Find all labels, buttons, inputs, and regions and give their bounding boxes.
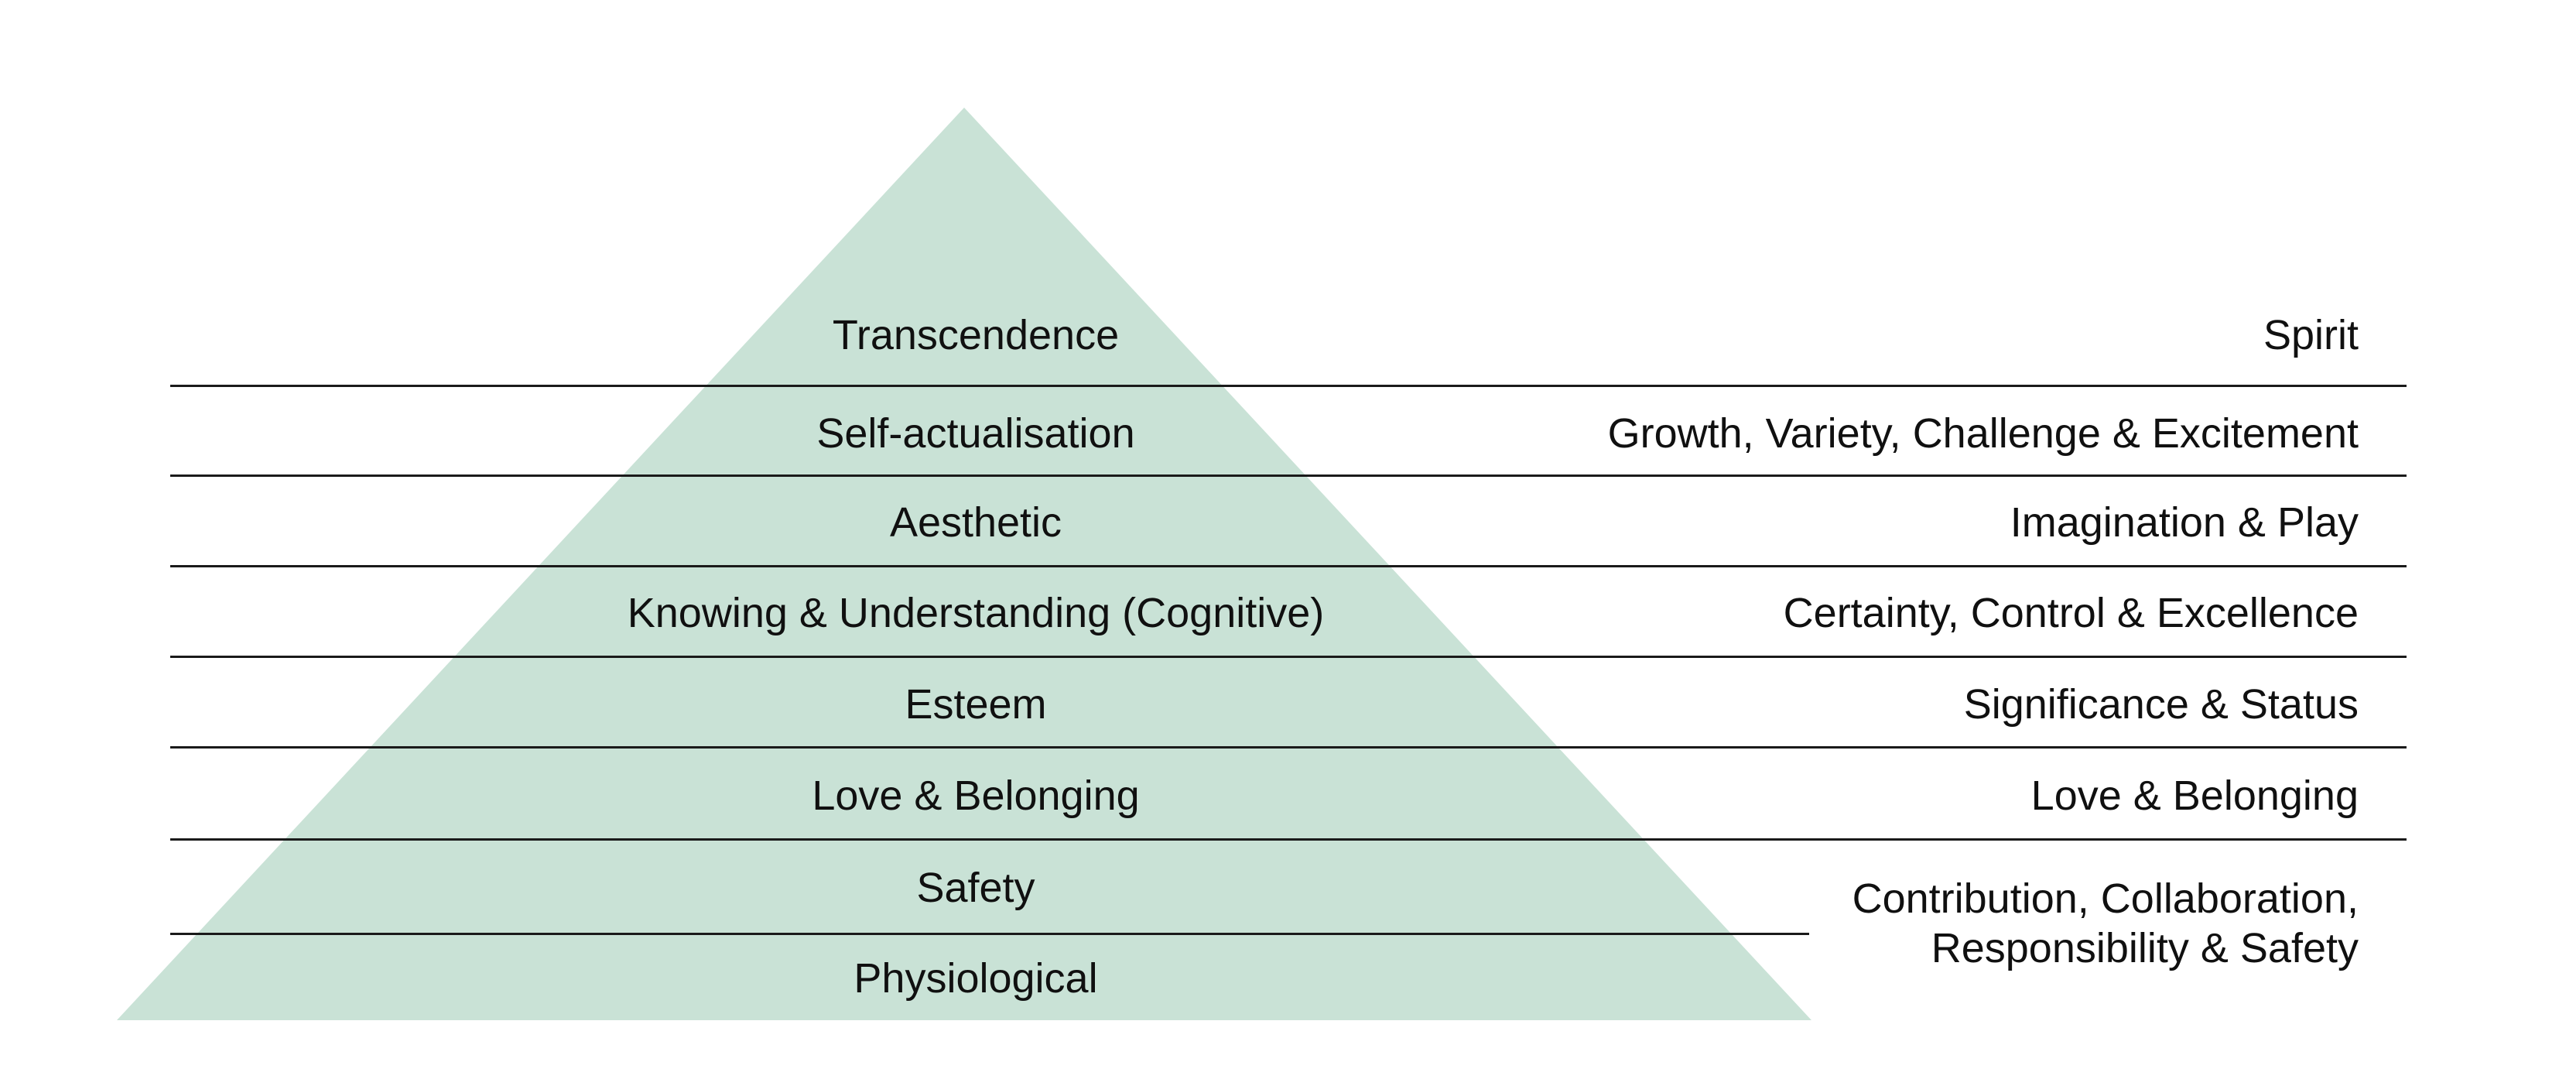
divider-line-4 <box>170 656 2407 658</box>
pyramid-level-self-actualisation: Self-actualisation <box>816 409 1135 457</box>
mapping-growth: Growth, Variety, Challenge & Excitement <box>1607 409 2359 457</box>
pyramid-level-transcendence: Transcendence <box>832 311 1120 358</box>
mapping-certainty: Certainty, Control & Excellence <box>1783 589 2359 636</box>
pyramid-level-cognitive: Knowing & Understanding (Cognitive) <box>627 589 1325 636</box>
pyramid-level-esteem: Esteem <box>905 680 1047 728</box>
divider-line-5 <box>170 746 2407 749</box>
mapping-love: Love & Belonging <box>2030 772 2359 819</box>
pyramid-level-safety: Safety <box>916 864 1035 911</box>
pyramid-level-aesthetic: Aesthetic <box>889 498 1062 546</box>
divider-line-7 <box>170 933 1809 935</box>
pyramid-level-love-belonging: Love & Belonging <box>812 772 1140 819</box>
divider-line-1 <box>170 385 2407 387</box>
mapping-significance: Significance & Status <box>1963 680 2359 728</box>
mapping-contribution-line1: Contribution, Collaboration, <box>1852 875 2359 922</box>
divider-line-3 <box>170 565 2407 567</box>
mapping-contribution-line2: Responsibility & Safety <box>1931 925 2359 971</box>
mapping-imagination: Imagination & Play <box>2010 498 2359 546</box>
mapping-spirit: Spirit <box>2263 311 2359 358</box>
mapping-contribution-block: Contribution, Collaboration, Responsibil… <box>1852 874 2359 973</box>
divider-line-2 <box>170 474 2407 477</box>
pyramid-level-physiological: Physiological <box>854 954 1098 1002</box>
divider-line-6 <box>170 838 2407 841</box>
